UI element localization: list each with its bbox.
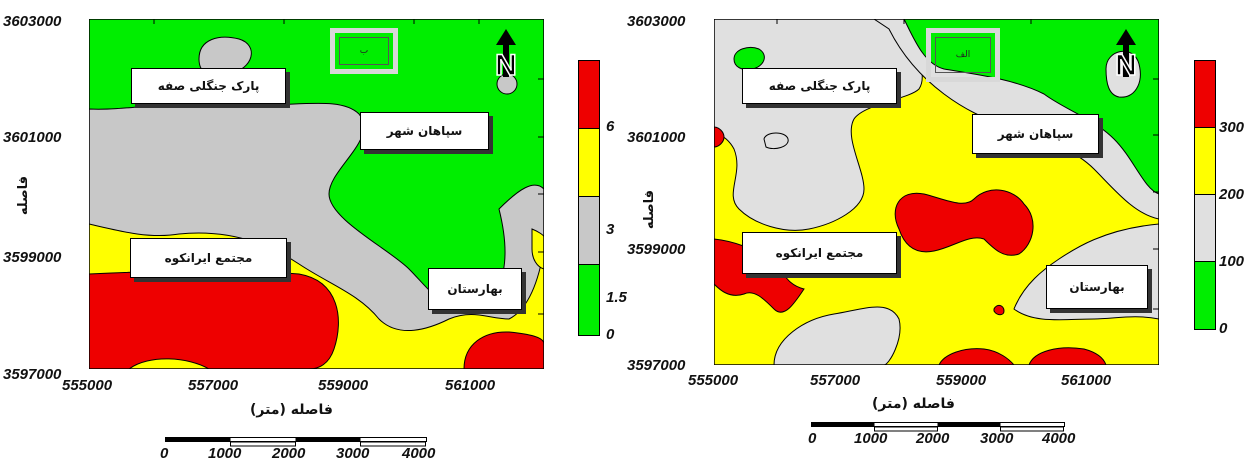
inset-box: الف	[926, 28, 1000, 82]
map-panel-right: N الف پارک جنگلی صفه سپاهان شهر مجتمع ای…	[624, 0, 1248, 461]
y-tick: 3601000	[627, 129, 686, 146]
legend-tick: 200	[1219, 186, 1245, 203]
place-label-irankuh-complex: مجتمع ایرانکوه	[130, 238, 287, 278]
scale-tick: 4000	[402, 445, 436, 462]
scale-bar	[165, 437, 427, 447]
y-axis-title: فاصله	[642, 189, 658, 230]
y-tick: 3597000	[3, 366, 62, 383]
red-zone	[89, 270, 339, 369]
scale-tick: 1000	[208, 445, 242, 462]
y-tick: 3601000	[3, 129, 62, 146]
legend-tick: 300	[1219, 119, 1245, 136]
north-arrow-icon: N	[494, 29, 518, 79]
red-zone-center	[894, 189, 1034, 256]
place-label-sepahan-shahr: سپاهان شهر	[360, 112, 489, 150]
scale-tick: 0	[160, 445, 169, 462]
legend-green	[1194, 261, 1216, 330]
scale-tick: 3000	[980, 430, 1014, 447]
legend-tick: 6	[606, 118, 615, 135]
x-tick: 557000	[810, 372, 861, 389]
legend-tick: 1.5	[606, 289, 627, 306]
y-tick: 3599000	[627, 241, 686, 258]
red-zone-bottom	[938, 348, 1015, 365]
north-letter: N	[495, 49, 517, 79]
red-blob-edge	[714, 126, 725, 148]
x-tick: 555000	[62, 377, 113, 394]
legend-tick: 0	[606, 326, 615, 343]
place-label-sepahan-shahr: سپاهان شهر	[972, 114, 1099, 154]
scale-tick: 2000	[916, 430, 950, 447]
legend-gray	[1194, 194, 1216, 263]
x-tick: 561000	[445, 377, 496, 394]
x-tick: 555000	[688, 372, 739, 389]
gray-blob-mini	[763, 132, 789, 150]
north-arrow-icon: N	[1114, 29, 1138, 79]
legend-tick: 3	[606, 221, 615, 238]
y-tick: 3599000	[3, 249, 62, 266]
legend-red	[1194, 60, 1216, 129]
scale-tick: 4000	[1042, 430, 1076, 447]
red-zone-bottom-right	[1028, 347, 1107, 365]
scale-tick: 0	[808, 430, 817, 447]
yellow-blob-right	[531, 228, 544, 270]
legend-red	[578, 60, 600, 130]
x-axis-title: فاصله (متر)	[872, 396, 955, 412]
scale-tick: 2000	[272, 445, 306, 462]
legend-gray	[578, 196, 600, 266]
x-tick: 557000	[188, 377, 239, 394]
green-zone	[903, 19, 1159, 195]
inset-label: ب	[339, 37, 389, 65]
y-tick: 3603000	[3, 13, 62, 30]
x-tick: 561000	[1061, 372, 1112, 389]
green-blob-small	[733, 46, 765, 70]
north-letter: N	[1115, 49, 1137, 79]
y-tick: 3597000	[627, 357, 686, 374]
inset-label: الف	[935, 37, 991, 73]
place-label-saffeh-park: پارک جنگلی صفه	[742, 68, 897, 104]
x-tick: 559000	[318, 377, 369, 394]
legend-green	[578, 264, 600, 336]
y-tick: 3603000	[627, 13, 686, 30]
gray-zone-bottom	[773, 306, 901, 365]
y-axis-title: فاصله	[16, 175, 32, 216]
legend-tick: 100	[1219, 253, 1245, 270]
x-axis-title: فاصله (متر)	[250, 402, 333, 418]
place-label-baharestan: بهارستان	[1046, 265, 1148, 309]
scale-tick: 3000	[336, 445, 370, 462]
red-blob-tiny	[993, 304, 1005, 316]
legend-tick: 0	[1219, 320, 1228, 337]
legend-yellow	[578, 128, 600, 198]
scale-bar	[811, 422, 1065, 432]
scale-tick: 1000	[854, 430, 888, 447]
inset-box: ب	[330, 28, 398, 74]
place-label-saffeh-park: پارک جنگلی صفه	[131, 68, 286, 104]
map-panel-left: N ب پارک جنگلی صفه سپاهان شهر مجتمع ایرا…	[0, 0, 627, 462]
place-label-irankuh-complex: مجتمع ایرانکوه	[742, 232, 897, 274]
legend-yellow	[1194, 127, 1216, 196]
x-tick: 559000	[936, 372, 987, 389]
place-label-baharestan: بهارستان	[428, 268, 522, 310]
